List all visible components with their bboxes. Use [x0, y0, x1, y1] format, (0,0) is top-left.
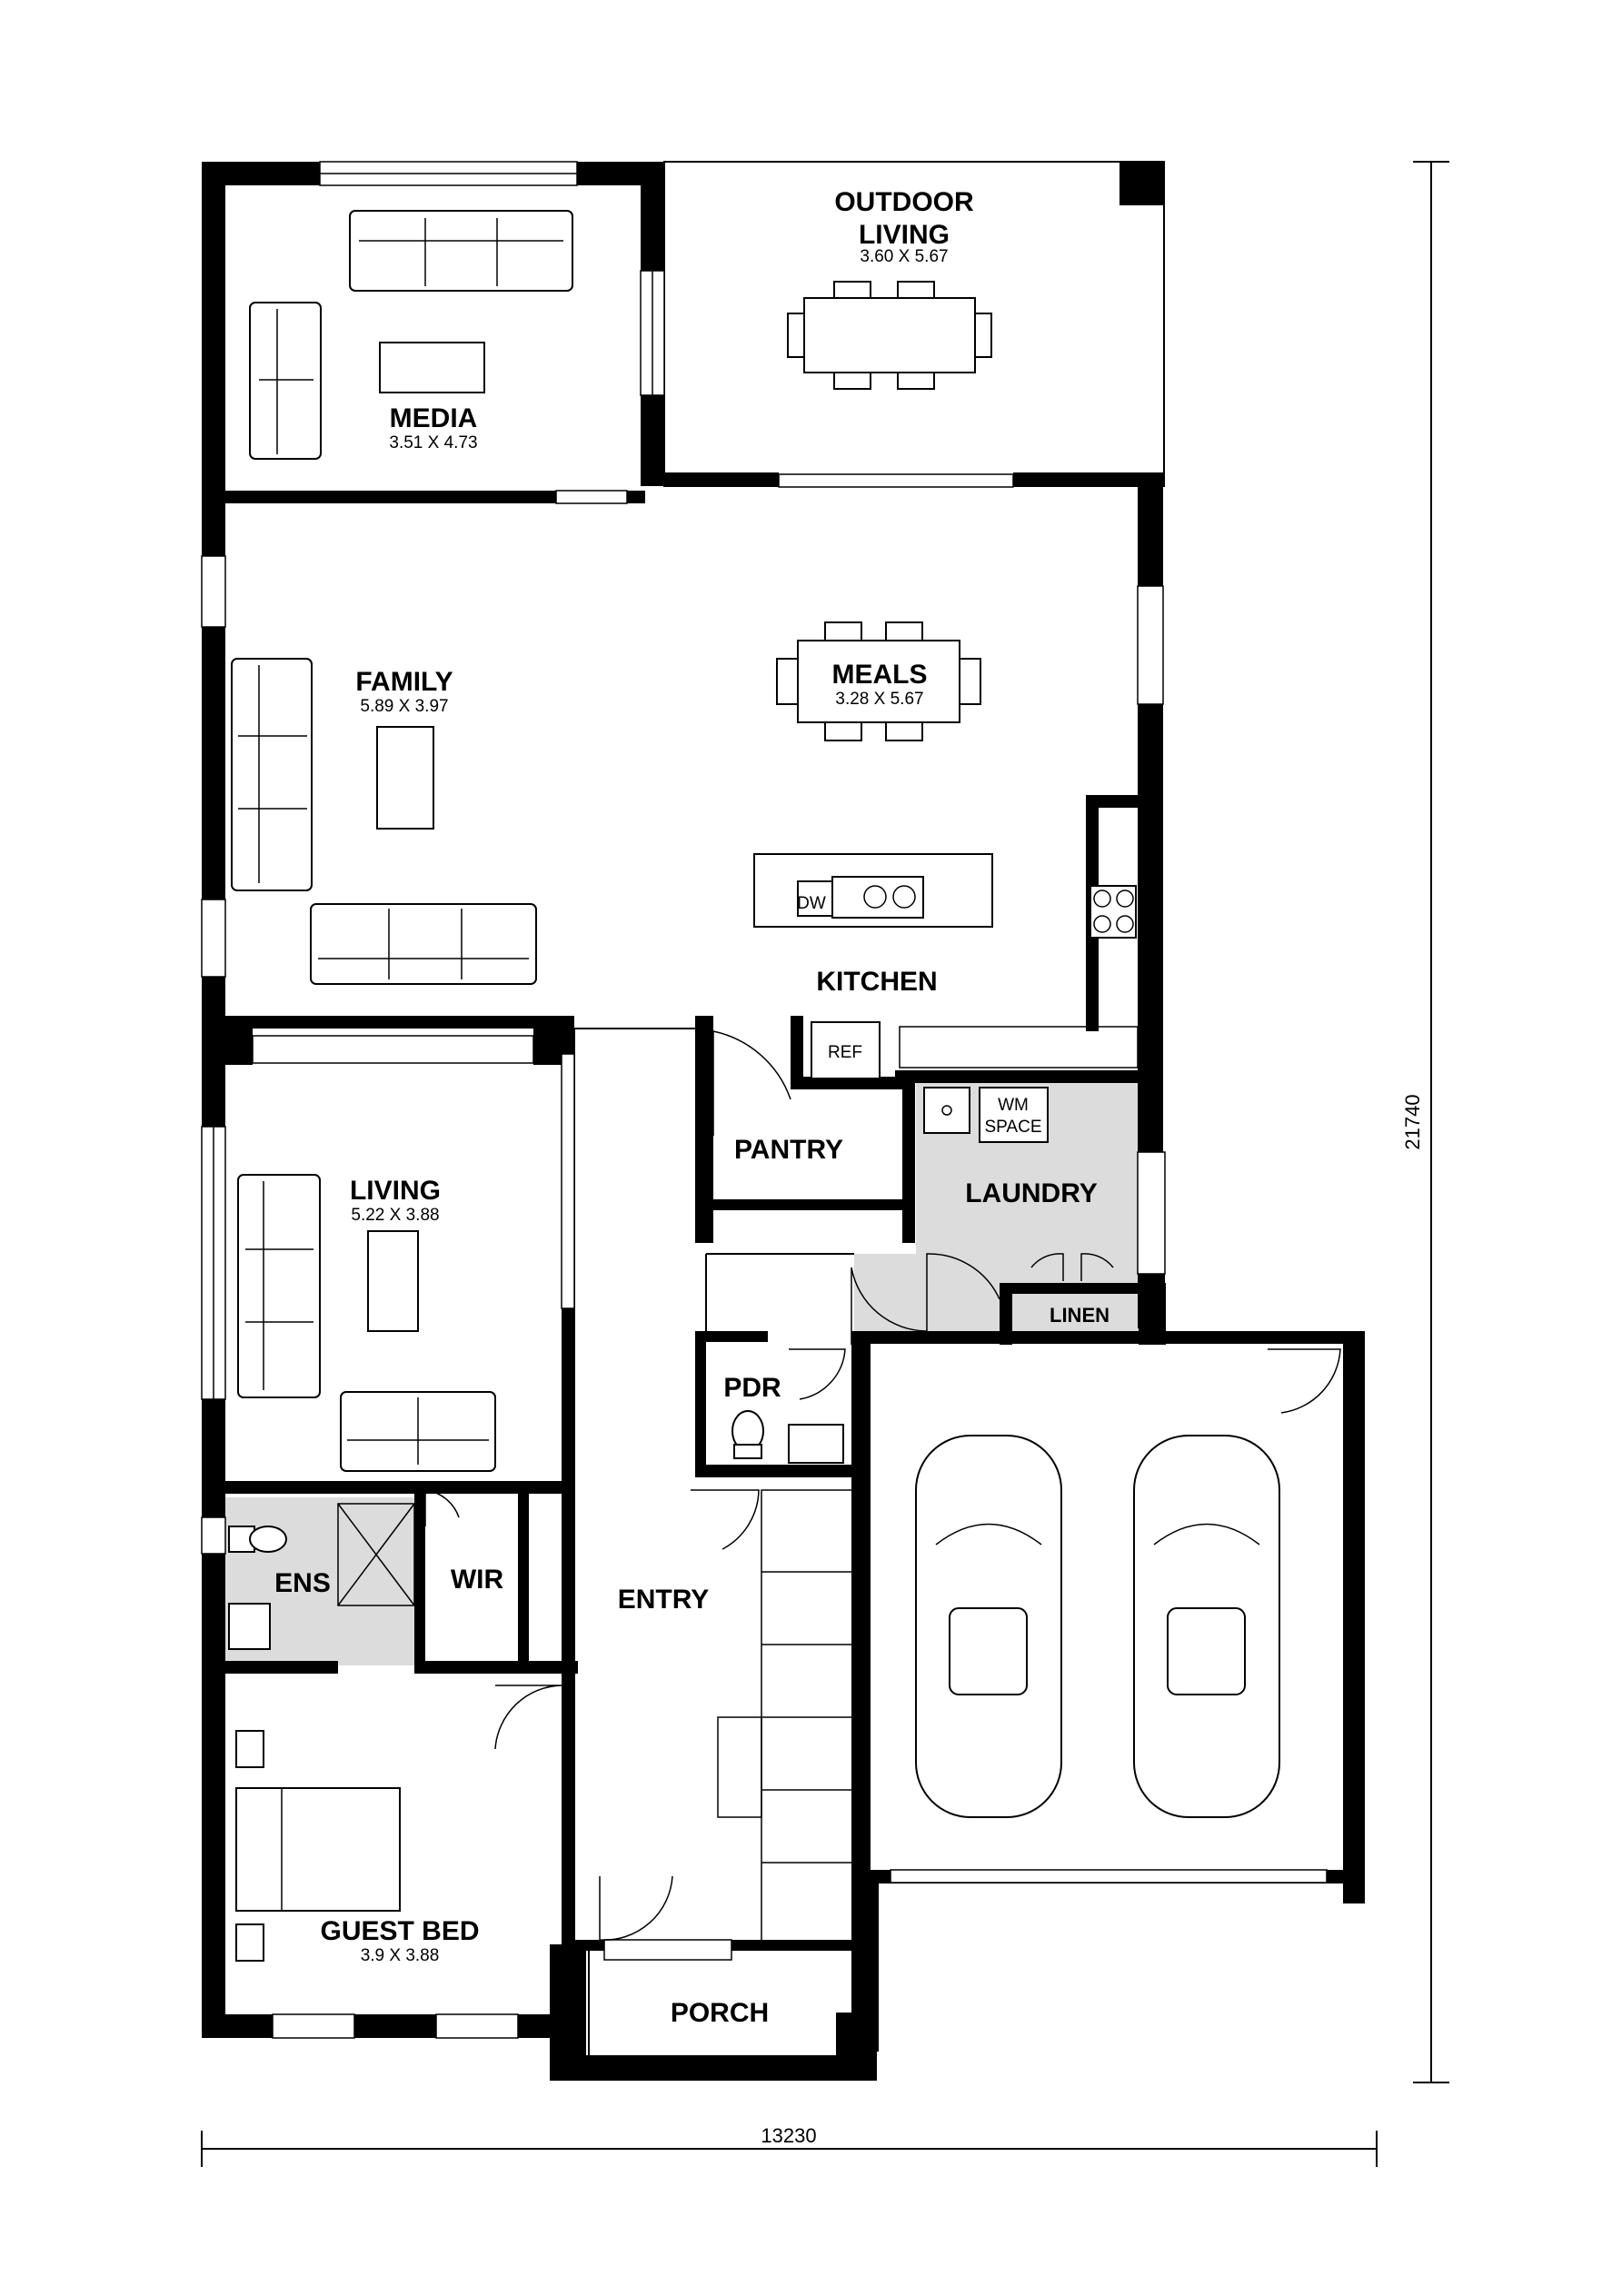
- meals-label: MEALS: [832, 660, 928, 690]
- guest-bed-label: GUEST BED: [320, 1916, 479, 1946]
- wir-label: WIR: [451, 1565, 504, 1595]
- outdoor-living-label: OUTDOOR: [834, 187, 974, 217]
- family-dims: 5.89 X 3.97: [360, 697, 448, 716]
- washing-machine-label: WM: [998, 1096, 1029, 1115]
- doors: [424, 1030, 1341, 1941]
- pdr-fixtures: [731, 1410, 844, 1464]
- porch-label: PORCH: [671, 1998, 769, 2028]
- windows: [201, 161, 1328, 2039]
- entry-label: ENTRY: [618, 1585, 710, 1615]
- stairs: [717, 1489, 853, 1945]
- family-furniture: [231, 658, 537, 985]
- linen-label: LINEN: [1050, 1304, 1110, 1327]
- ens-label: ENS: [274, 1568, 331, 1598]
- outdoor-living-label-2: LIVING: [859, 220, 950, 250]
- meals-table: [776, 621, 981, 741]
- media-furniture: [249, 210, 573, 460]
- family-label: FAMILY: [355, 667, 453, 697]
- pdr-label: PDR: [723, 1373, 781, 1403]
- media-dims: 3.51 X 4.73: [389, 433, 477, 452]
- living-furniture: [237, 1174, 496, 1472]
- living-label: LIVING: [350, 1176, 441, 1206]
- outdoor-living-dims: 3.60 X 5.67: [860, 247, 948, 266]
- media-label: MEDIA: [390, 403, 478, 433]
- pantry-label: PANTRY: [734, 1135, 843, 1165]
- meals-dims: 3.28 X 5.67: [835, 690, 923, 709]
- guest-bed-furniture: [235, 1730, 401, 1962]
- overall-width-label: 13230: [761, 2124, 816, 2147]
- dimension-lines: [201, 161, 1449, 2167]
- laundry-label: LAUNDRY: [965, 1178, 1098, 1208]
- ens-fixtures: [228, 1503, 415, 1650]
- guest-bed-dims: 3.9 X 3.88: [361, 1946, 440, 1965]
- dishwasher-label: DW: [797, 894, 826, 913]
- overall-depth-label: 21740: [1401, 1094, 1424, 1149]
- washing-machine-label-2: SPACE: [984, 1118, 1041, 1137]
- garage-cars: [915, 1435, 1280, 1818]
- kitchen-fixtures: [753, 853, 1139, 1079]
- kitchen-label: KITCHEN: [816, 967, 937, 997]
- living-dims: 5.22 X 3.88: [351, 1206, 439, 1225]
- outdoor-table: [787, 281, 992, 390]
- refrigerator-label: REF: [828, 1043, 862, 1062]
- walls: [202, 162, 1365, 2081]
- laundry-fixtures: [923, 1087, 1049, 1143]
